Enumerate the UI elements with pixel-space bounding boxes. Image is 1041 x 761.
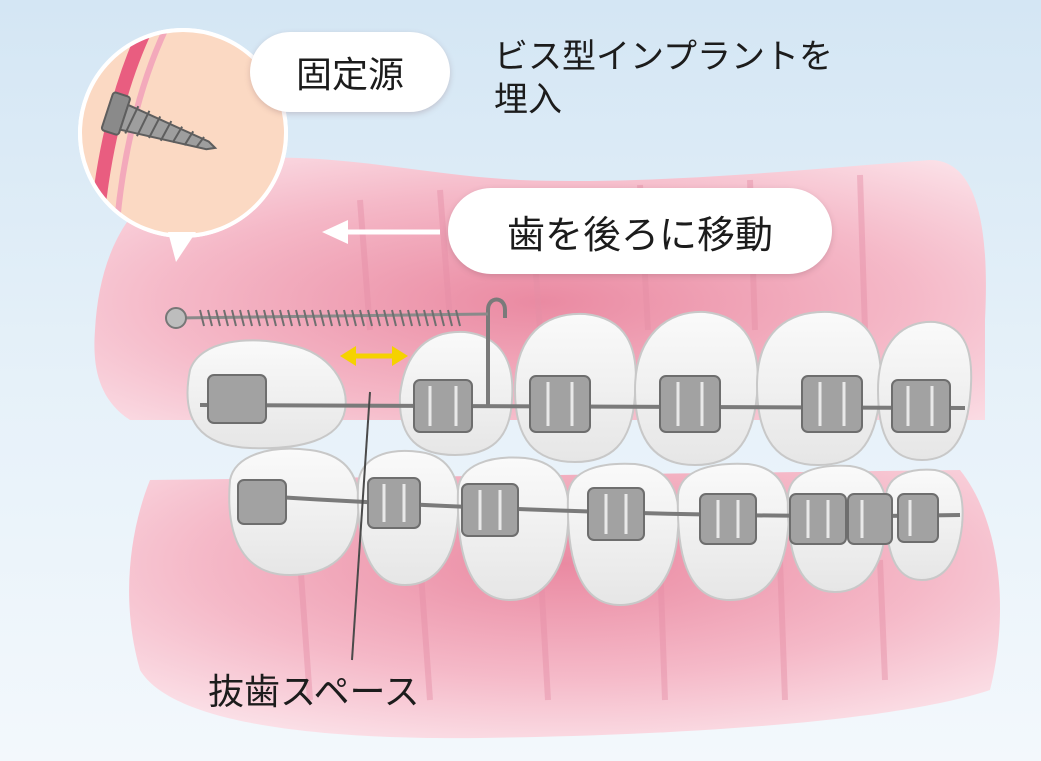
extraction-space-text: 抜歯スペース: [208, 672, 420, 713]
screw-implant-caption: ビス型インプラントを 埋入: [494, 36, 833, 121]
power-arm-hook: [486, 297, 507, 408]
left-arrow-icon: [322, 220, 440, 244]
mini-screw-head: [165, 307, 187, 329]
coil-spring: [199, 309, 461, 327]
move-teeth-back-label: 歯を後ろに移動: [448, 188, 832, 274]
lower-brackets: [237, 477, 939, 545]
anchor-source-label: 固定源: [250, 32, 450, 112]
screw-implant-line1: ビス型インプラントを: [494, 37, 833, 77]
double-arrow-icon: [340, 346, 408, 366]
screw-icon: [100, 91, 218, 151]
anchor-source-text: 固定源: [295, 55, 404, 96]
screw-implant-line2: 埋入: [494, 79, 562, 120]
extraction-leader-line: [351, 391, 371, 661]
move-teeth-back-text: 歯を後ろに移動: [506, 212, 773, 257]
extraction-space-label: 抜歯スペース: [208, 670, 420, 715]
